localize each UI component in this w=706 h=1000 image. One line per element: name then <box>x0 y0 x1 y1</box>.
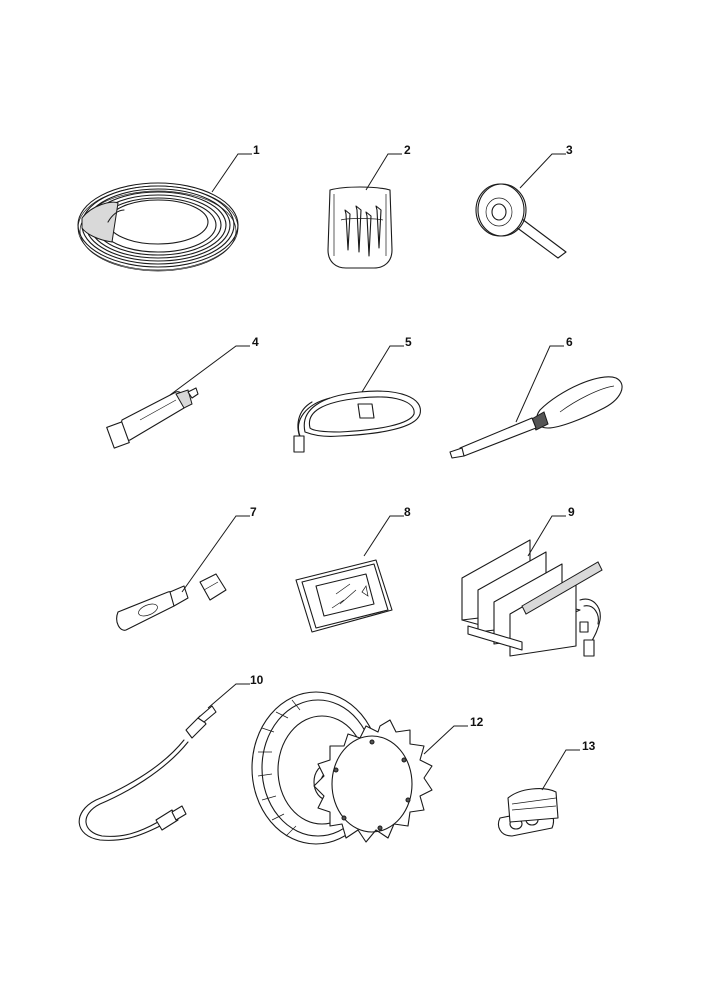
callout-12: 12 <box>470 715 484 729</box>
part-2-pegs-bag <box>327 186 393 269</box>
leader-6 <box>515 345 564 423</box>
callout-7: 7 <box>250 505 257 519</box>
part-3-tape-roll <box>475 183 567 259</box>
callout-3: 3 <box>566 143 573 157</box>
leader-9 <box>527 515 566 557</box>
leader-7 <box>181 515 250 593</box>
callout-8: 8 <box>404 505 411 519</box>
part-1-wire-coil <box>77 182 239 272</box>
callout-6: 6 <box>566 335 573 349</box>
leader-10 <box>207 683 250 709</box>
part-5-ribbon-cable <box>293 390 421 453</box>
part-8-label-plate <box>295 559 393 633</box>
leader-5 <box>361 345 404 393</box>
callout-10: 10 <box>250 673 264 687</box>
callout-9: 9 <box>568 505 575 519</box>
part-9-heat-sink <box>461 539 603 657</box>
callout-1: 1 <box>253 143 260 157</box>
part-6-screwdriver <box>449 376 623 459</box>
part-7-usb-stick <box>116 573 227 631</box>
callout-2: 2 <box>404 143 411 157</box>
part-4-grease-tube <box>106 387 199 449</box>
leader-4 <box>169 345 250 396</box>
leader-13 <box>541 749 580 791</box>
leader-1 <box>211 153 252 193</box>
leader-3 <box>519 153 566 189</box>
callout-5: 5 <box>405 335 412 349</box>
callout-13: 13 <box>582 739 596 753</box>
leader-2 <box>365 153 402 191</box>
part-13-wire-connector <box>497 788 559 837</box>
leader-12 <box>423 725 468 755</box>
part-10-sensor-cable <box>78 705 217 841</box>
leader-8 <box>363 515 404 557</box>
part-12-wheel-spike-rim <box>251 691 433 845</box>
callout-4: 4 <box>252 335 259 349</box>
